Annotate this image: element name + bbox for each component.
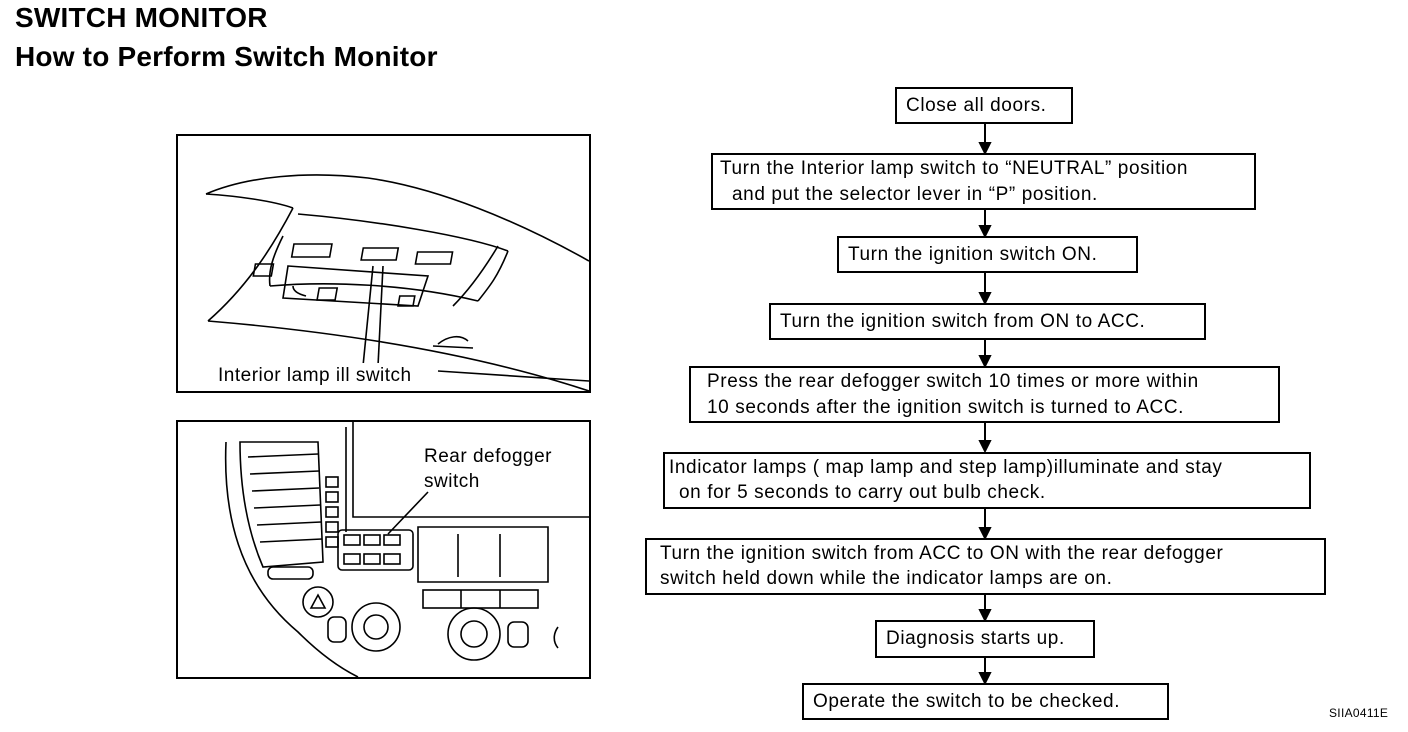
flow-step-press-defogger: Press the rear defogger switch 10 times …	[689, 366, 1280, 423]
flow-step-operate-switch: Operate the switch to be checked.	[802, 683, 1169, 720]
instrument-panel-drawing	[224, 422, 589, 677]
flow-step-acc-to-on: Turn the ignition switch from ACC to ON …	[645, 538, 1326, 595]
page-subtitle: How to Perform Switch Monitor	[15, 41, 438, 72]
flow-step-diagnosis-starts: Diagnosis starts up.	[875, 620, 1095, 658]
flow-step-lamp-neutral: Turn the Interior lamp switch to “NEUTRA…	[711, 153, 1256, 210]
flow-step-ignition-on: Turn the ignition switch ON.	[837, 236, 1138, 273]
figure-code: SIIA0411E	[1329, 706, 1389, 720]
interior-lamp-illustration: Interior lamp ill switch	[176, 134, 591, 393]
page-title: SWITCH MONITOR	[15, 2, 268, 33]
flow-step-close-doors: Close all doors.	[895, 87, 1073, 124]
flow-step-ignition-acc: Turn the ignition switch from ON to ACC.	[769, 303, 1206, 340]
rear-defogger-illustration: Rear defogger switch	[176, 420, 591, 679]
flow-step-bulb-check: Indicator lamps ( map lamp and step lamp…	[663, 452, 1311, 509]
rear-defogger-switch-label: Rear defogger switch	[424, 446, 552, 492]
overhead-console-drawing	[205, 174, 589, 391]
interior-lamp-switch-label: Interior lamp ill switch	[216, 363, 414, 388]
